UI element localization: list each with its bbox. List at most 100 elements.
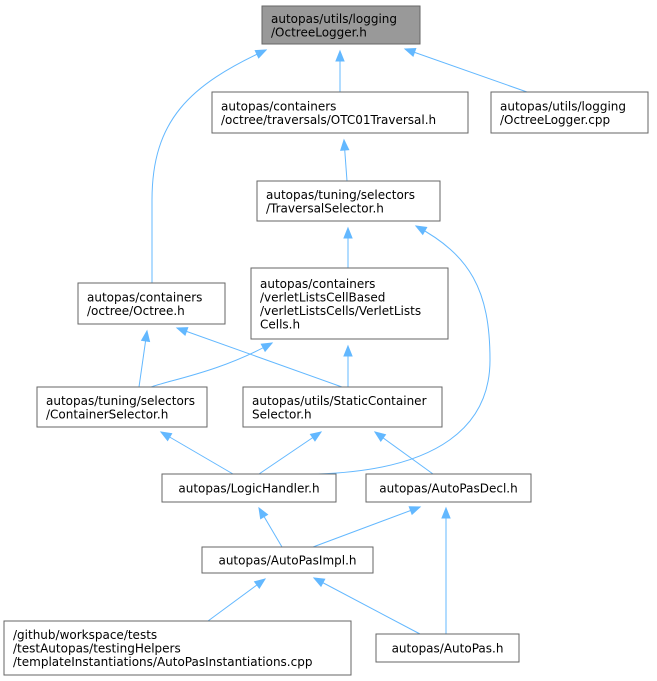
edge-autopas_impl-to-autopas_decl bbox=[312, 506, 422, 548]
node-verlet_cells[interactable]: autopas/containers/verletListsCellBased/… bbox=[250, 267, 449, 340]
node-label-line: /octree/traversals/OTC01Traversal.h bbox=[221, 113, 436, 127]
node-box bbox=[261, 5, 421, 45]
arrowhead bbox=[140, 329, 151, 343]
node-box bbox=[77, 282, 226, 325]
edge-line bbox=[160, 431, 234, 475]
edge-logic_handler-to-container_selector bbox=[159, 431, 234, 475]
node-instantiations[interactable]: /github/workspace/tests/testAutopas/test… bbox=[3, 620, 352, 676]
node-label-line: /templateInstantiations/AutoPasInstantia… bbox=[13, 655, 312, 669]
arrowhead bbox=[335, 49, 345, 62]
node-box bbox=[211, 91, 469, 134]
node-logic_handler[interactable]: autopas/LogicHandler.h bbox=[161, 473, 337, 503]
node-box bbox=[250, 267, 449, 340]
node-label-line: Selector.h bbox=[252, 407, 312, 421]
node-label-line: autopas/containers bbox=[87, 290, 202, 304]
arrowhead bbox=[258, 506, 269, 520]
arrowhead bbox=[343, 344, 353, 357]
edge-container_selector-to-verlet_cells bbox=[150, 342, 274, 388]
node-traversal_selector[interactable]: autopas/tuning/selectors/TraversalSelect… bbox=[256, 180, 441, 222]
arrowhead bbox=[253, 578, 267, 590]
node-label-line: autopas/LogicHandler.h bbox=[178, 482, 319, 496]
node-label-line: Cells.h bbox=[260, 317, 300, 331]
arrowhead bbox=[254, 49, 268, 59]
node-otc01_traversal[interactable]: autopas/containers/octree/traversals/OTC… bbox=[211, 91, 469, 134]
edge-line bbox=[312, 506, 421, 548]
node-label-line: /ContainerSelector.h bbox=[46, 407, 168, 421]
arrowhead bbox=[159, 431, 173, 442]
edge-autopas_h-to-autopas_impl bbox=[312, 577, 421, 635]
node-label-line: /OctreeLogger.h bbox=[271, 25, 367, 39]
node-box bbox=[161, 473, 337, 503]
node-autopas_decl[interactable]: autopas/AutoPasDecl.h bbox=[365, 473, 532, 503]
node-label-line: /OctreeLogger.cpp bbox=[500, 113, 610, 127]
node-octree_logger_h[interactable]: autopas/utils/logging/OctreeLogger.h bbox=[261, 5, 421, 45]
node-box bbox=[490, 91, 649, 134]
edge-line bbox=[150, 342, 273, 388]
node-label-line: /verletListsCells/VerletLists bbox=[260, 304, 421, 318]
arrowhead bbox=[441, 506, 451, 519]
edge-traversal_selector-to-otc01_traversal bbox=[340, 138, 350, 182]
node-box bbox=[242, 386, 443, 428]
arrowhead bbox=[403, 48, 417, 57]
edge-logic_handler-to-static_container bbox=[258, 431, 323, 475]
edge-container_selector-to-octree_h bbox=[138, 329, 151, 388]
arrowhead bbox=[414, 225, 428, 236]
node-label-line: autopas/AutoPas.h bbox=[392, 642, 504, 656]
edge-line bbox=[151, 49, 267, 283]
edge-static_container-to-octree_h bbox=[175, 327, 343, 388]
edge-line bbox=[258, 431, 322, 475]
node-box bbox=[3, 620, 352, 676]
edge-autopas_h-to-autopas_decl bbox=[441, 506, 451, 634]
node-label-line: autopas/containers bbox=[221, 99, 336, 113]
node-label-line: /testAutopas/testingHelpers bbox=[13, 642, 181, 656]
arrowhead bbox=[175, 327, 189, 336]
edges-layer bbox=[138, 48, 528, 635]
node-label-line: /github/workspace/tests bbox=[13, 628, 157, 642]
arrowhead bbox=[408, 506, 422, 516]
arrowhead bbox=[309, 431, 323, 442]
arrowhead bbox=[343, 226, 353, 239]
edge-autopas_impl-to-logic_handler bbox=[258, 506, 283, 548]
edge-line bbox=[207, 578, 266, 622]
edge-line bbox=[176, 327, 343, 388]
edge-octree_h-to-octree_logger_h bbox=[151, 49, 268, 283]
edge-autopas_decl-to-static_container bbox=[373, 431, 434, 475]
node-octree_logger_cpp[interactable]: autopas/utils/logging/OctreeLogger.cpp bbox=[490, 91, 649, 134]
edge-instantiations-to-autopas_impl bbox=[207, 578, 267, 622]
arrowhead bbox=[373, 431, 387, 442]
node-label-line: autopas/utils/StaticContainer bbox=[252, 394, 427, 408]
node-label-line: /TraversalSelector.h bbox=[266, 201, 384, 215]
node-box bbox=[256, 180, 441, 222]
node-container_selector[interactable]: autopas/tuning/selectors/ContainerSelect… bbox=[36, 386, 208, 428]
node-autopas_h[interactable]: autopas/AutoPas.h bbox=[375, 633, 520, 663]
edge-line bbox=[404, 48, 528, 93]
node-label-line: /verletListsCellBased bbox=[260, 290, 385, 304]
nodes-layer: autopas/utils/logging/OctreeLogger.hauto… bbox=[3, 5, 649, 676]
edge-otc01_traversal-to-octree_logger_h bbox=[335, 49, 345, 92]
node-autopas_impl[interactable]: autopas/AutoPasImpl.h bbox=[201, 546, 374, 574]
node-box bbox=[375, 633, 520, 663]
edge-line bbox=[317, 225, 491, 475]
node-label-line: autopas/AutoPasDecl.h bbox=[379, 482, 517, 496]
node-label-line: autopas/tuning/selectors bbox=[46, 394, 195, 408]
node-box bbox=[36, 386, 208, 428]
node-label-line: autopas/utils/logging bbox=[271, 12, 397, 26]
edge-logic_handler-to-traversal_selector bbox=[317, 225, 491, 475]
node-label-line: autopas/utils/logging bbox=[500, 99, 626, 113]
node-box bbox=[201, 546, 374, 574]
arrowhead bbox=[340, 138, 350, 151]
edge-octree_logger_cpp-to-octree_logger_h bbox=[403, 48, 528, 93]
node-label-line: autopas/AutoPasImpl.h bbox=[218, 554, 356, 568]
edge-verlet_cells-to-traversal_selector bbox=[343, 226, 353, 268]
node-label-line: autopas/containers bbox=[260, 277, 375, 291]
edge-line bbox=[374, 431, 434, 475]
node-label-line: autopas/tuning/selectors bbox=[266, 188, 415, 202]
edge-line bbox=[313, 577, 421, 635]
node-label-line: /octree/Octree.h bbox=[87, 304, 185, 318]
node-box bbox=[365, 473, 532, 503]
arrowhead bbox=[312, 577, 326, 588]
edge-static_container-to-verlet_cells bbox=[343, 344, 353, 387]
node-octree_h[interactable]: autopas/containers/octree/Octree.h bbox=[77, 282, 226, 325]
